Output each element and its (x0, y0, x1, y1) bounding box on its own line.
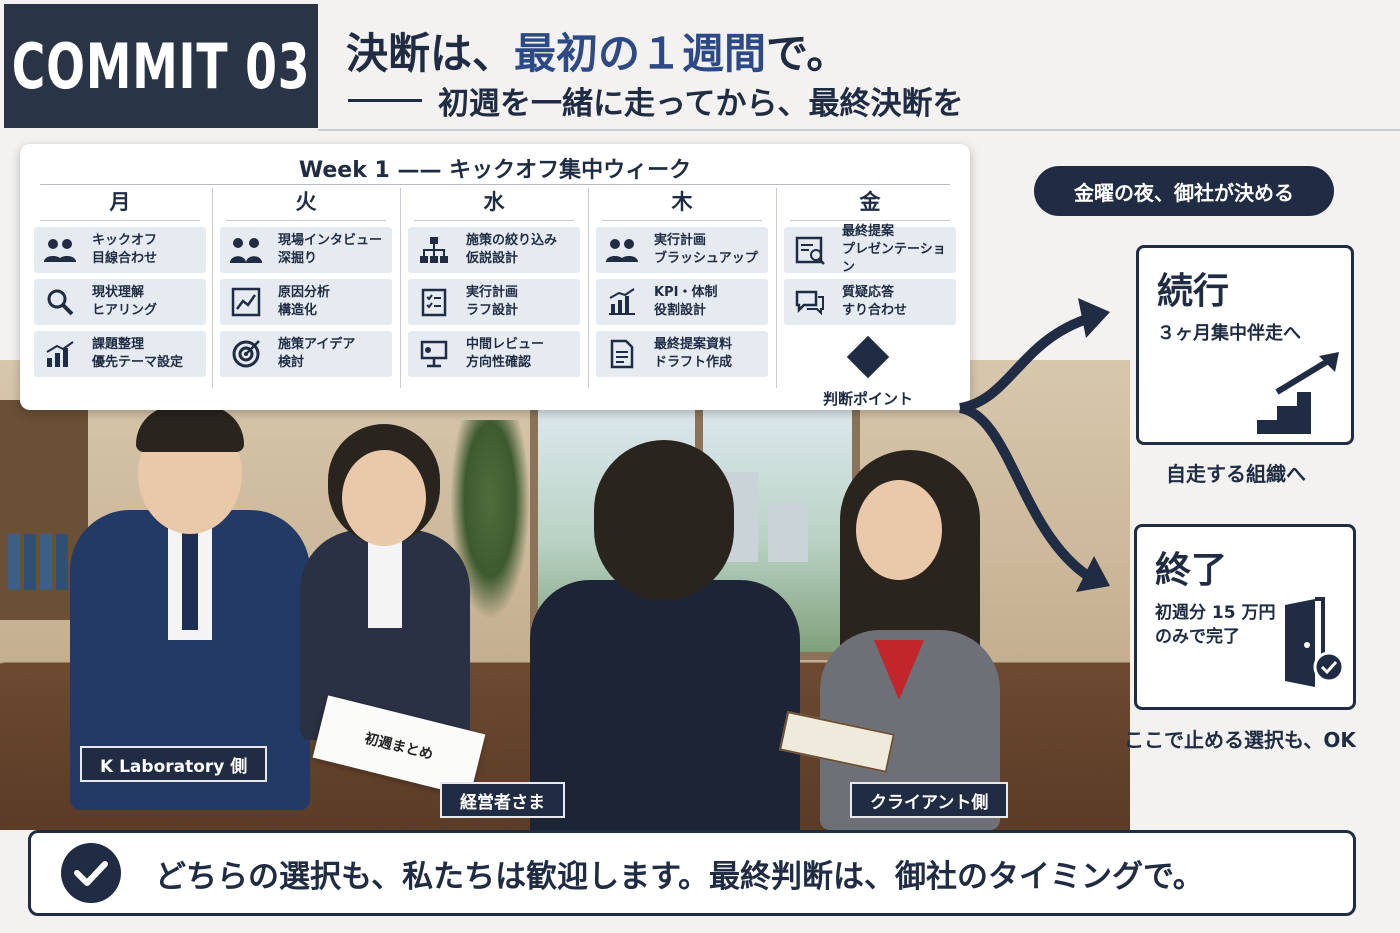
task-label: 最終提案資料 ドラフト作成 (654, 337, 733, 370)
person-executive (530, 440, 800, 830)
task-item: 現状理解 ヒアリング (34, 279, 206, 325)
day-label: 水 (483, 190, 505, 214)
footer-message: どちらの選択も、私たちは歓迎します。最終判断は、御社のタイミングで。 (155, 858, 1204, 895)
outcome-continue-card: 続行 ３ヶ月集中伴走へ (1136, 245, 1354, 445)
task-item: 質疑応答 すり合わせ (784, 279, 956, 325)
outcome-continue-caption: 自走する組織へ (1166, 462, 1306, 486)
task-item: 実行計画 ラフ設計 (408, 279, 580, 325)
outcome-continue-title: 続行 (1157, 271, 1230, 312)
task-item: 課題整理 優先テーマ設定 (34, 331, 206, 377)
day-column-thu: 木 実行計画 ブラッシュアップ KPI・体制 役割設計 最終提案資料 ドラフト作… (596, 188, 768, 388)
task-label: 質疑応答 すり合わせ (842, 285, 908, 318)
presentation-icon (416, 336, 452, 372)
page-subline: 初週を一緒に走ってから、最終決断を (348, 78, 963, 123)
schedule-title-rule (40, 184, 950, 185)
task-label: 施策アイデア 検討 (278, 337, 356, 370)
interview-icon (228, 232, 264, 268)
label-executive: 経営者さま (440, 782, 565, 818)
task-label: 中間レビュー 方向性確認 (466, 337, 545, 370)
outcome-end-title: 終了 (1155, 550, 1228, 591)
check-circle-icon (61, 843, 121, 903)
task-label: キックオフ 目線合わせ (92, 233, 158, 266)
task-item: 現場インタビュー 深掘り (220, 227, 392, 273)
decision-point: 判断ポイント (786, 330, 950, 409)
outcome-end-text: 初週分 15 万円 のみで完了 (1155, 603, 1276, 647)
day-column-mon: 月 キックオフ 目線合わせ 現状理解 ヒアリング 課題整理 優先テーマ設定 (34, 188, 206, 388)
task-label: 施策の絞り込み 仮説設計 (466, 233, 558, 266)
task-label: 最終提案 プレゼンテーション (842, 224, 946, 275)
analysis-icon (228, 284, 264, 320)
headline-post: で。 (766, 29, 849, 78)
outcome-end-caption: ここで止める選択も、OK (1124, 728, 1356, 752)
column-divider (588, 188, 589, 388)
day-column-wed: 水 施策の絞り込み 仮説設計 実行計画 ラフ設計 中間レビュー 方向性確認 (408, 188, 580, 388)
schedule-title: Week 1 —— キックオフ集中ウィーク (298, 158, 692, 183)
day-column-fri: 金 最終提案 プレゼンテーション 質疑応答 すり合わせ (784, 188, 956, 388)
day-label: 月 (109, 190, 131, 214)
checklist-icon (416, 284, 452, 320)
team-icon (42, 232, 78, 268)
task-item: 最終提案資料 ドラフト作成 (596, 331, 768, 377)
task-label: 原因分析 構造化 (278, 285, 331, 318)
task-item: 施策アイデア 検討 (220, 331, 392, 377)
decision-point-label: 判断ポイント (822, 390, 913, 408)
subline-text: 初週を一緒に走ってから、最終決断を (438, 86, 964, 122)
header-divider (318, 129, 1400, 131)
task-label: 課題整理 優先テーマ設定 (92, 337, 184, 370)
person-k-lab-woman (290, 420, 480, 750)
commit-badge-label: COMMIT 03 (11, 29, 311, 103)
task-label: 実行計画 ラフ設計 (466, 285, 519, 318)
decision-diamond-icon (846, 335, 890, 379)
magnifier-icon (42, 284, 78, 320)
day-label: 木 (671, 190, 693, 214)
meeting-illustration (0, 360, 1130, 830)
bar-chart-icon (42, 336, 78, 372)
summary-document-text: 初週まとめ (362, 730, 435, 764)
org-chart-icon (416, 232, 452, 268)
document-icon (604, 336, 640, 372)
task-item: KPI・体制 役割設計 (596, 279, 768, 325)
outcome-continue-text: ３ヶ月集中伴走へ (1157, 323, 1301, 344)
day-column-tue: 火 現場インタビュー 深掘り 原因分析 構造化 施策アイデア 検討 (220, 188, 392, 388)
rising-stairs-icon (1229, 352, 1339, 434)
task-item: キックオフ 目線合わせ (34, 227, 206, 273)
task-item: 実行計画 ブラッシュアップ (596, 227, 768, 273)
column-divider (400, 188, 401, 388)
exit-door-icon (1285, 597, 1345, 687)
task-item: 原因分析 構造化 (220, 279, 392, 325)
label-client: クライアント側 (850, 782, 1009, 818)
page-headline: 決断は、最初の１週間で。 (346, 20, 848, 81)
task-label: KPI・体制 役割設計 (654, 285, 718, 318)
proposal-icon (792, 232, 828, 268)
branch-arrows (958, 298, 1110, 592)
week1-schedule-panel: Week 1 —— キックオフ集中ウィーク 月 キックオフ 目線合わせ 現状理解… (20, 144, 970, 410)
footer-message-box: どちらの選択も、私たちは歓迎します。最終判断は、御社のタイミングで。 (28, 830, 1356, 916)
day-label: 金 (859, 190, 881, 214)
label-k-laboratory: K Laboratory 側 (80, 746, 268, 782)
column-divider (212, 188, 213, 388)
outcome-end-card: 終了 初週分 15 万円 のみで完了 (1134, 524, 1356, 710)
target-icon (228, 336, 264, 372)
task-label: 現状理解 ヒアリング (92, 285, 158, 318)
headline-accent: 最初の１週間 (514, 29, 767, 78)
commit-badge: COMMIT 03 (4, 4, 318, 128)
task-label: 実行計画 ブラッシュアップ (654, 233, 758, 266)
task-item: 最終提案 プレゼンテーション (784, 224, 956, 275)
column-divider (776, 188, 777, 388)
task-item: 中間レビュー 方向性確認 (408, 331, 580, 377)
day-label: 火 (295, 190, 317, 214)
friday-decision-note: 金曜の夜、御社が決める (1034, 166, 1334, 216)
task-item: 施策の絞り込み 仮説設計 (408, 227, 580, 273)
team-icon (604, 232, 640, 268)
subline-dash (348, 99, 422, 102)
headline-pre: 決断は、 (346, 29, 515, 78)
task-label: 現場インタビュー 深掘り (278, 233, 383, 266)
kpi-chart-icon (604, 284, 640, 320)
chat-icon (792, 284, 828, 320)
